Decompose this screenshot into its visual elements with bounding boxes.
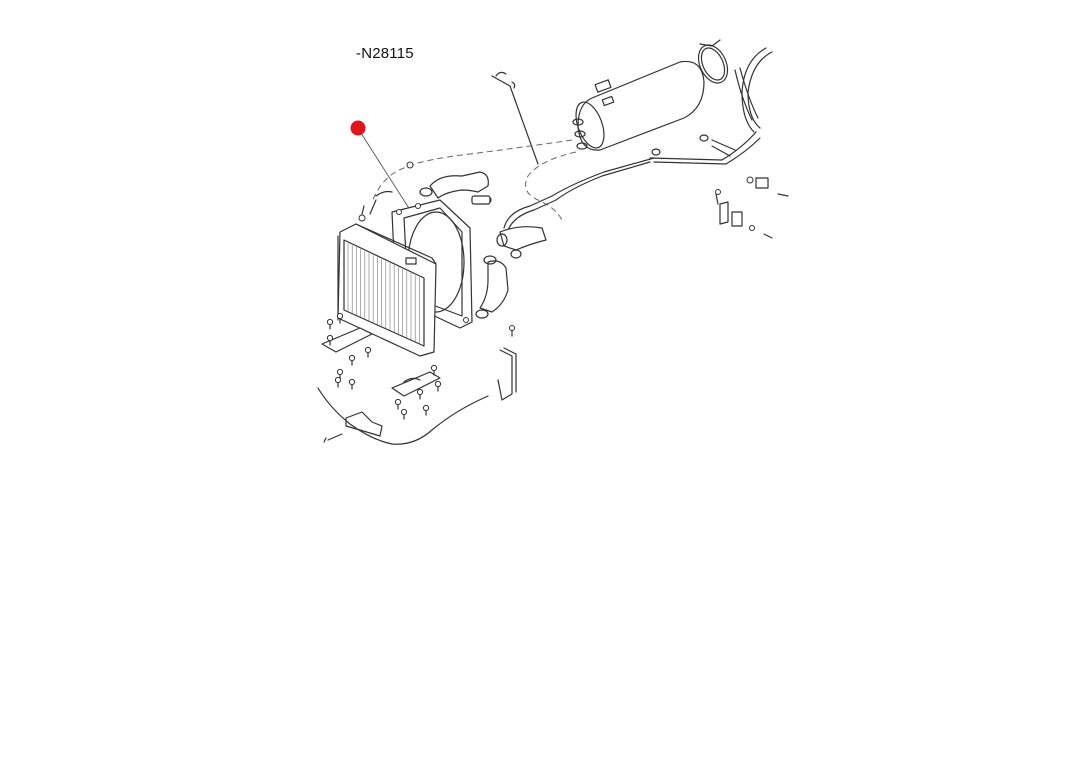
radiator-core-fins [347,243,420,344]
overflow-hoses [649,47,773,165]
diagram-code-label: -N28115 [356,45,414,62]
expansion-tank [572,60,705,151]
tank-strap [697,39,729,84]
radiator [337,205,437,357]
drain-hose [317,387,489,445]
lower-radiator-hoses [475,226,547,337]
upper-radiator-hose [419,171,492,205]
mounting-hardware [326,312,442,420]
bleed-lines [369,139,655,231]
callout-leader [358,129,413,214]
lower-mounts [321,327,517,437]
bracket-hardware-right [715,176,789,239]
fill-pipe [491,71,539,165]
callout-marker[interactable] [350,120,366,136]
